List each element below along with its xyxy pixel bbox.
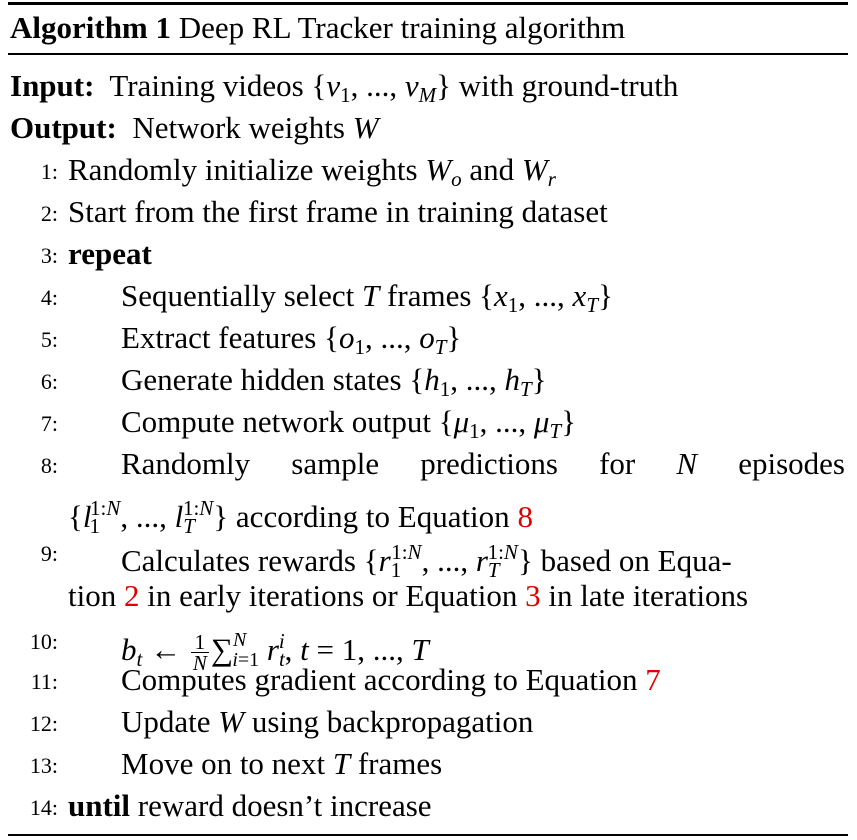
step-text: Computes gradient according to Equation … (121, 662, 661, 697)
algorithm-name: Deep RL Tracker training algorithm (178, 10, 626, 45)
until-condition: reward doesn’t increase (130, 788, 432, 823)
step-number: 5: (40, 327, 58, 352)
until-keyword: until (68, 788, 131, 823)
step-number: 11: (30, 669, 58, 694)
input-line: Input: Training videos {v1, ..., vM} wit… (10, 66, 678, 115)
step-number: 6: (40, 369, 58, 394)
step-text: Update W using backpropagation (121, 704, 534, 739)
step-number: 3: (40, 243, 58, 268)
step-text: Start from the first frame in training d… (68, 194, 608, 229)
algorithm-title: Algorithm 1 Deep RL Tracker training alg… (10, 8, 625, 48)
step-number: 10: (29, 629, 58, 654)
step-number: 4: (40, 285, 58, 310)
step-text: Calculates rewards {r11:N, ..., rT1:N} b… (121, 540, 732, 582)
input-text-after: with ground-truth (451, 68, 679, 103)
step-text: until reward doesn’t increase (68, 786, 432, 826)
step-text: Randomly initialize weights Wo and Wr (68, 152, 556, 191)
output-label: Output: (10, 110, 117, 145)
step-number: 12: (29, 711, 58, 736)
algorithm-label: Algorithm 1 (10, 10, 172, 45)
step-text-continued: tion 2 in early iterations or Equation 3… (68, 578, 749, 613)
step-text-continued: {l11:N, ..., lT1:N} according to Equatio… (68, 496, 533, 538)
equation-ref-2[interactable]: 2 (123, 578, 140, 613)
input-text: Training videos (109, 68, 312, 103)
step-text: Compute network output {μ1, ..., μT} (121, 404, 577, 443)
step-number: 9: (40, 541, 58, 566)
output-math: W (352, 110, 379, 145)
step-number: 1: (40, 159, 58, 184)
step-text: Extract features {o1, ..., oT} (121, 320, 462, 359)
step-text: Move on to next T frames (121, 746, 443, 781)
top-rule (8, 2, 848, 5)
equation-ref-8[interactable]: 8 (517, 499, 533, 534)
title-rule (8, 53, 848, 55)
step-number: 8: (40, 453, 58, 478)
repeat-keyword: repeat (68, 236, 152, 271)
step-text: Sequentially select T frames {x1, ..., x… (121, 278, 613, 317)
input-label: Input: (10, 68, 95, 103)
equation-ref-3[interactable]: 3 (525, 578, 541, 613)
step-number: 14: (29, 795, 58, 820)
step-number: 13: (29, 753, 58, 778)
bottom-rule (8, 834, 848, 836)
input-math: {v1, ..., vM} (311, 68, 452, 107)
output-line: Output: Network weights W (10, 108, 379, 148)
step-number: 7: (40, 411, 58, 436)
step-number: 2: (40, 201, 58, 226)
equation-ref-7[interactable]: 7 (645, 662, 661, 697)
algorithm-box: Algorithm 1 Deep RL Tracker training alg… (8, 0, 848, 840)
output-text: Network weights (132, 110, 353, 145)
step-text: Generate hidden states {h1, ..., hT} (121, 362, 547, 401)
